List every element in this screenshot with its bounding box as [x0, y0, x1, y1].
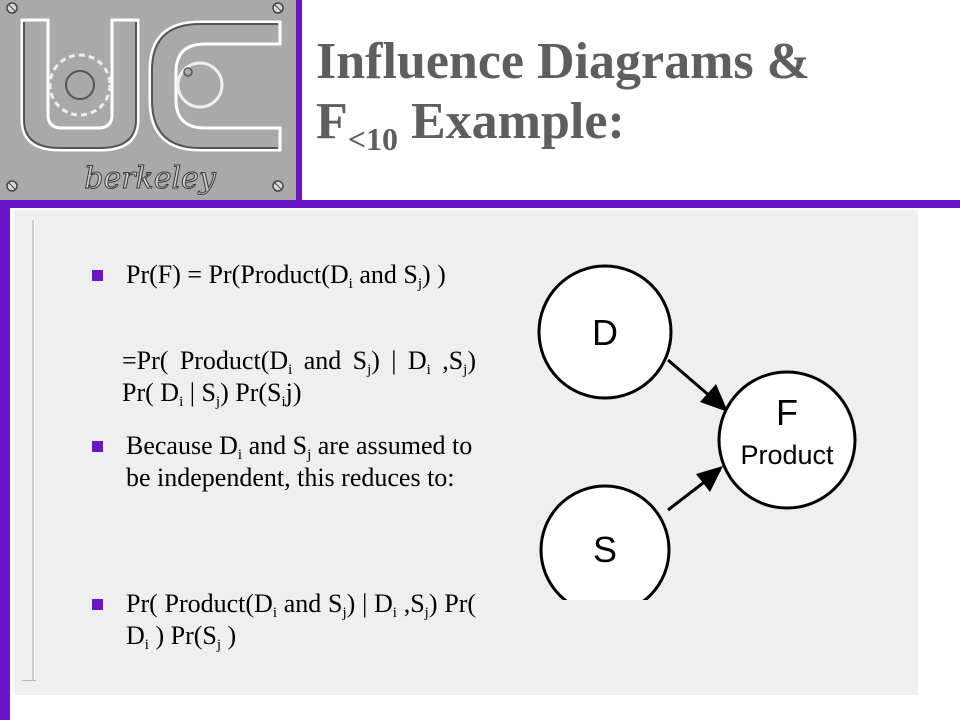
arrowhead-d-to-f — [700, 384, 728, 412]
logo-graphic: berkeley — [0, 0, 296, 200]
bullet-marker-3 — [92, 599, 103, 610]
panel-horizontal-rule — [22, 680, 36, 681]
node-f-label: F — [776, 392, 798, 433]
node-f — [717, 370, 857, 510]
title-f: F — [316, 93, 348, 150]
arrowhead-s-to-f — [696, 466, 723, 492]
node-d-label: D — [592, 312, 618, 353]
bullet-item-3: Pr( Product(Di and Sj) | Di ,Sj) Pr( Di … — [126, 589, 477, 653]
header-divider — [0, 200, 960, 208]
logo-wordmark: berkeley — [84, 161, 217, 196]
node-f-sublabel: Product — [740, 440, 834, 470]
slide-title: Influence Diagrams & F<10 Example: — [316, 32, 956, 155]
logo-accent-strip — [296, 0, 302, 200]
left-frame-bar — [0, 208, 10, 720]
node-s — [539, 484, 671, 600]
title-line-1: Influence Diagrams & — [316, 33, 810, 90]
bullet-item-2: Because Di and Sj are assumed to be inde… — [126, 431, 473, 492]
bullet-marker-1 — [92, 270, 103, 281]
title-rest: Example: — [398, 93, 625, 150]
title-subscript: <10 — [347, 121, 398, 157]
bullet-marker-2 — [92, 441, 103, 452]
node-d — [537, 264, 673, 400]
influence-diagram: D S F Product — [537, 264, 857, 600]
node-s-label: S — [593, 529, 617, 570]
uc-berkeley-logo: berkeley — [0, 0, 296, 200]
panel-vertical-rule — [32, 220, 35, 680]
bullet-item-1: Pr(F) = Pr(Product(Di and Sj) ) — [126, 260, 446, 292]
bullet-item-1-continuation: =Pr( Product(Di and Sj) | Di ,Sj) Pr( Di… — [122, 346, 477, 410]
